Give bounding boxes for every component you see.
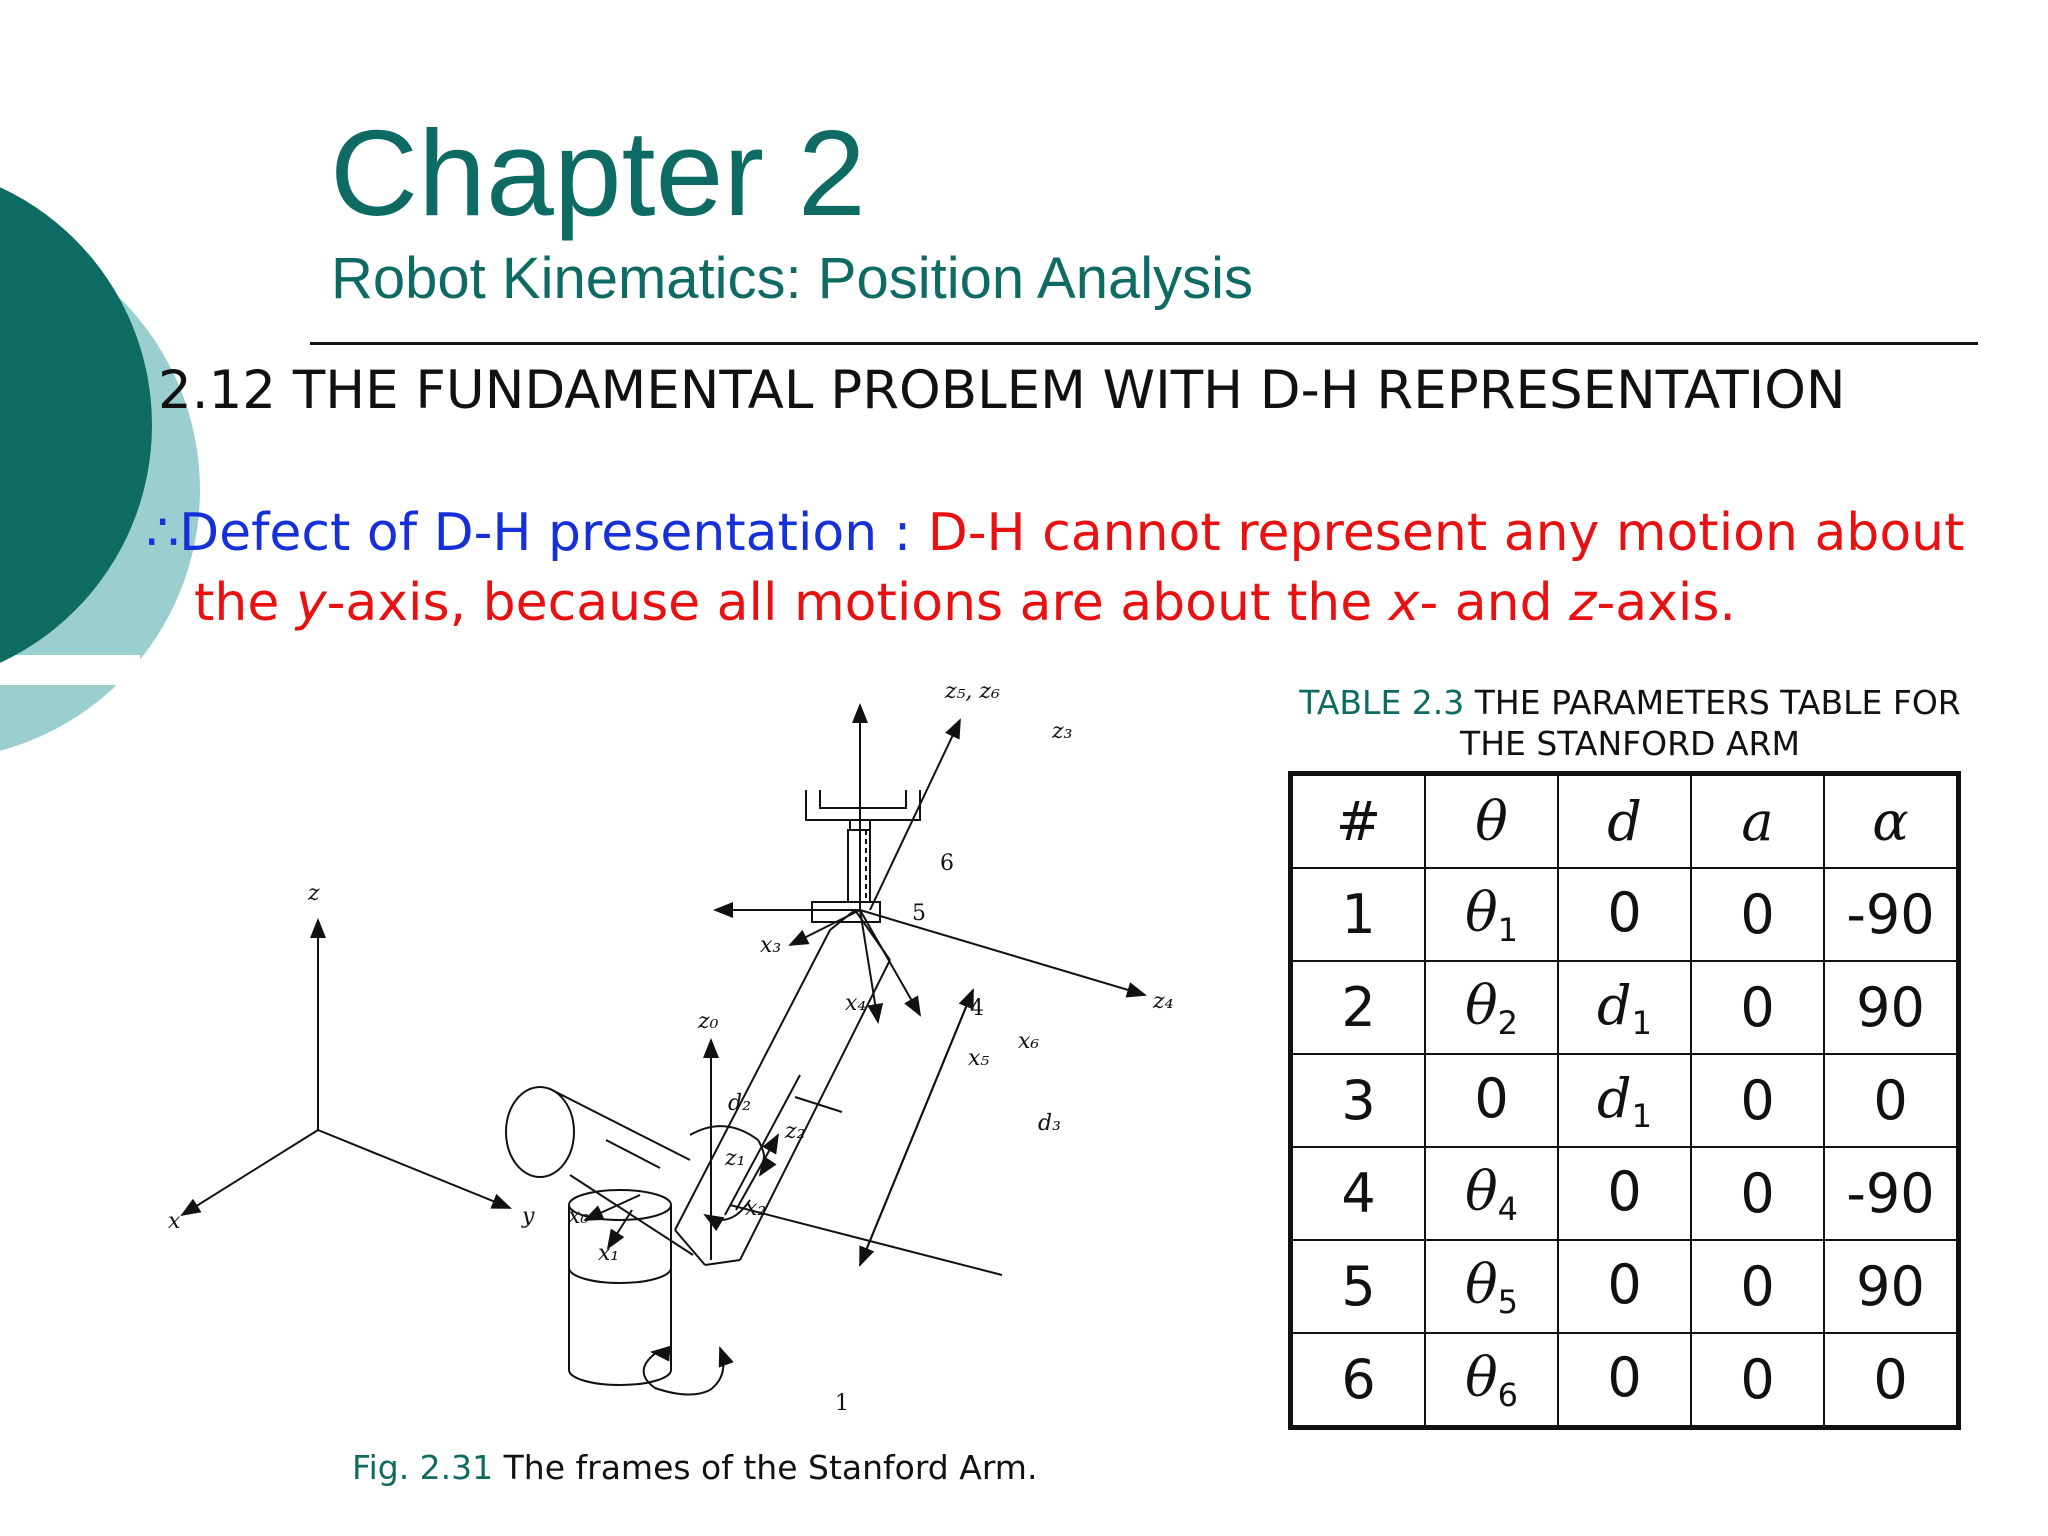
cell-theta: θ6 — [1424, 1332, 1559, 1429]
label-z0: z₀ — [697, 1009, 719, 1034]
dh-parameters-table: # θ d a α 1 θ1 0 0 -90 2 θ2 d1 0 90 3 0 … — [1288, 771, 1961, 1430]
cell-theta: θ4 — [1424, 1146, 1559, 1241]
defect-text-4: - and — [1419, 573, 1570, 633]
label-z4: z₄ — [1152, 989, 1173, 1014]
cell-alpha: 90 — [1823, 960, 1960, 1055]
label-z3: z₃ — [1051, 719, 1072, 744]
table-caption: TABLE 2.3 THE PARAMETERS TABLE FOR THE S… — [1270, 682, 1990, 764]
cell-index: 4 — [1289, 1146, 1426, 1241]
cell-index: 5 — [1289, 1239, 1426, 1334]
defect-x-axis: x — [1388, 573, 1420, 633]
label-z2: z₂ — [784, 1119, 805, 1144]
label-z5-z6: z₅, z₆ — [944, 679, 1000, 704]
slide-subtitle: Robot Kinematics: Position Analysis — [331, 246, 1253, 311]
slide-title: Chapter 2 — [330, 105, 866, 241]
header-d: d — [1557, 772, 1692, 869]
defect-text-1: D-H cannot represent any motion about — [927, 503, 1965, 563]
cell-alpha: 0 — [1823, 1332, 1960, 1429]
cell-alpha: -90 — [1823, 1146, 1960, 1241]
cell-theta: θ2 — [1424, 960, 1559, 1055]
cell-index: 2 — [1289, 960, 1426, 1055]
cell-a: 0 — [1690, 1053, 1825, 1148]
cell-a: 0 — [1690, 1332, 1825, 1429]
label-d2: d₂ — [728, 1091, 751, 1116]
cell-a: 0 — [1690, 867, 1825, 962]
cell-d: 0 — [1557, 1146, 1692, 1241]
header-theta: θ — [1424, 772, 1559, 869]
label-joint-1: 1 — [835, 1391, 849, 1416]
label-x0: x₀ — [568, 1204, 589, 1229]
table-caption-text: THE PARAMETERS TABLE FOR THE STANFORD AR… — [1460, 683, 1961, 763]
table-row: 6 θ6 0 0 0 — [1289, 1332, 1960, 1429]
header-alpha: α — [1823, 772, 1960, 869]
label-x1: x₁ — [598, 1241, 619, 1266]
label-joint-4: 4 — [970, 996, 984, 1021]
defect-statement: ∴Defect of D-H presentation : D-H cannot… — [146, 498, 2026, 638]
header-index: # — [1289, 772, 1426, 869]
cell-index: 6 — [1289, 1332, 1426, 1429]
defect-text-2: the — [194, 573, 296, 633]
stanford-arm-figure: z x y z₀ x₀ x₁ z₁ z₂ x₂ d₂ d₃ z₃ x₃ x₄ z… — [168, 679, 1173, 1416]
table-row: 1 θ1 0 0 -90 — [1289, 867, 1960, 962]
label-d3: d₃ — [1038, 1111, 1061, 1136]
defect-text-3: -axis, because all motions are about the — [326, 573, 1389, 633]
defect-label: Defect of D-H presentation : — [179, 503, 928, 563]
table-row: 2 θ2 d1 0 90 — [1289, 960, 1960, 1055]
section-heading: 2.12 THE FUNDAMENTAL PROBLEM WITH D-H RE… — [158, 360, 1846, 421]
header-a: a — [1690, 772, 1825, 869]
label-x6: x₆ — [1018, 1029, 1039, 1054]
table-row: 4 θ4 0 0 -90 — [1289, 1146, 1960, 1241]
cell-alpha: 0 — [1823, 1053, 1960, 1148]
label-x4: x₄ — [845, 991, 866, 1016]
cell-d: 0 — [1557, 1332, 1692, 1429]
cell-alpha: 90 — [1823, 1239, 1960, 1334]
cell-index: 1 — [1289, 867, 1426, 962]
table-row: 3 0 d1 0 0 — [1289, 1053, 1960, 1148]
cell-d: 0 — [1557, 867, 1692, 962]
therefore-symbol: ∴ — [146, 503, 180, 563]
label-x3: x₃ — [760, 933, 781, 958]
label-joint-6: 6 — [940, 851, 954, 876]
cell-d: 0 — [1557, 1239, 1692, 1334]
cell-theta: θ1 — [1424, 867, 1559, 962]
defect-text-5: -axis. — [1596, 573, 1736, 633]
decorative-circles — [0, 187, 200, 751]
cell-index: 3 — [1289, 1053, 1426, 1148]
cell-a: 0 — [1690, 960, 1825, 1055]
figure-caption-number: Fig. 2.31 — [352, 1448, 494, 1487]
label-y: y — [521, 1204, 535, 1229]
defect-line-2: the y-axis, because all motions are abou… — [146, 568, 2026, 638]
table-caption-number: TABLE 2.3 — [1299, 683, 1465, 722]
header-divider — [310, 342, 1978, 345]
label-x: x — [168, 1209, 181, 1234]
label-joint-5: 5 — [912, 901, 926, 926]
table-header-row: # θ d a α — [1289, 772, 1960, 869]
defect-z-axis: z — [1569, 573, 1597, 633]
label-x5: x₅ — [968, 1046, 989, 1071]
cell-alpha: -90 — [1823, 867, 1960, 962]
cell-theta: 0 — [1424, 1053, 1559, 1148]
label-z: z — [307, 881, 320, 906]
figure-caption-text: The frames of the Stanford Arm. — [493, 1448, 1038, 1487]
cell-theta: θ5 — [1424, 1239, 1559, 1334]
cell-d: d1 — [1557, 960, 1692, 1055]
cell-a: 0 — [1690, 1146, 1825, 1241]
defect-y-axis: y — [295, 573, 327, 633]
cell-d: d1 — [1557, 1053, 1692, 1148]
label-z1: z₁ — [724, 1146, 745, 1171]
figure-caption: Fig. 2.31 The frames of the Stanford Arm… — [352, 1448, 1037, 1487]
table-row: 5 θ5 0 0 90 — [1289, 1239, 1960, 1334]
label-x2: x₂ — [745, 1196, 766, 1221]
cell-a: 0 — [1690, 1239, 1825, 1334]
